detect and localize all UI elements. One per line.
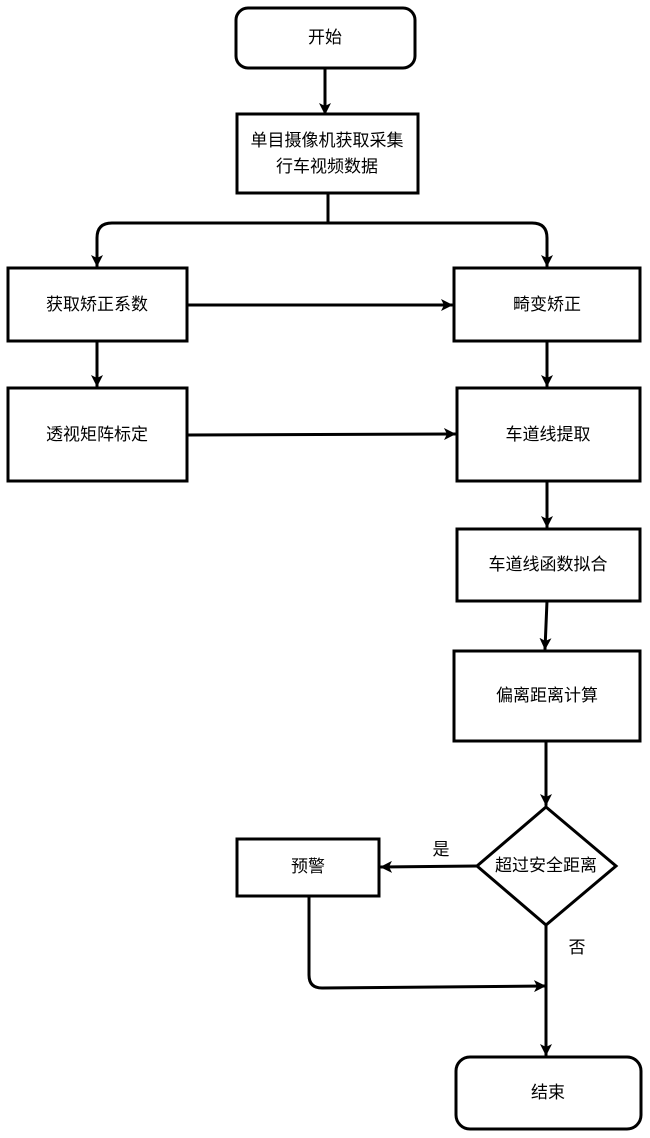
node-perspective-label: 透视矩阵标定 — [46, 425, 148, 445]
node-warning-label: 预警 — [291, 857, 325, 877]
node-decision: 超过安全距离 — [477, 807, 616, 925]
edge-perspective-to-lane — [187, 434, 455, 435]
node-distortion-label: 畸变矫正 — [513, 295, 581, 315]
node-warning: 预警 — [237, 839, 379, 896]
node-capture-label-line2: 行车视频数据 — [276, 157, 378, 177]
edge-capture-split-left — [97, 193, 328, 266]
node-start-label: 开始 — [308, 28, 342, 48]
node-offset-calc: 偏离距离计算 — [454, 651, 640, 741]
node-get-coeff-label: 获取矫正系数 — [46, 295, 148, 315]
node-get-coeff: 获取矫正系数 — [8, 268, 187, 341]
node-start: 开始 — [236, 8, 415, 68]
node-capture-label-line1: 单目摄像机获取采集 — [251, 131, 404, 151]
node-perspective: 透视矩阵标定 — [8, 388, 187, 481]
edge-fit-to-offset — [545, 601, 547, 649]
node-lane-fit: 车道线函数拟合 — [457, 529, 640, 601]
node-capture: 单目摄像机获取采集 行车视频数据 — [237, 114, 418, 193]
node-decision-label: 超过安全距离 — [495, 856, 597, 876]
node-lane-extract-label: 车道线提取 — [506, 425, 591, 445]
edge-capture-split-right — [328, 223, 547, 266]
edge-warning-merge — [309, 896, 545, 988]
node-lane-extract: 车道线提取 — [457, 388, 640, 481]
node-end: 结束 — [456, 1057, 641, 1129]
node-lane-fit-label: 车道线函数拟合 — [489, 555, 608, 575]
node-end-label: 结束 — [531, 1083, 565, 1103]
edge-label-yes: 是 — [433, 840, 450, 860]
node-offset-calc-label: 偏离距离计算 — [496, 686, 598, 706]
node-distortion: 畸变矫正 — [454, 268, 640, 341]
edge-decision-yes — [381, 866, 478, 867]
edge-label-no: 否 — [569, 938, 586, 958]
